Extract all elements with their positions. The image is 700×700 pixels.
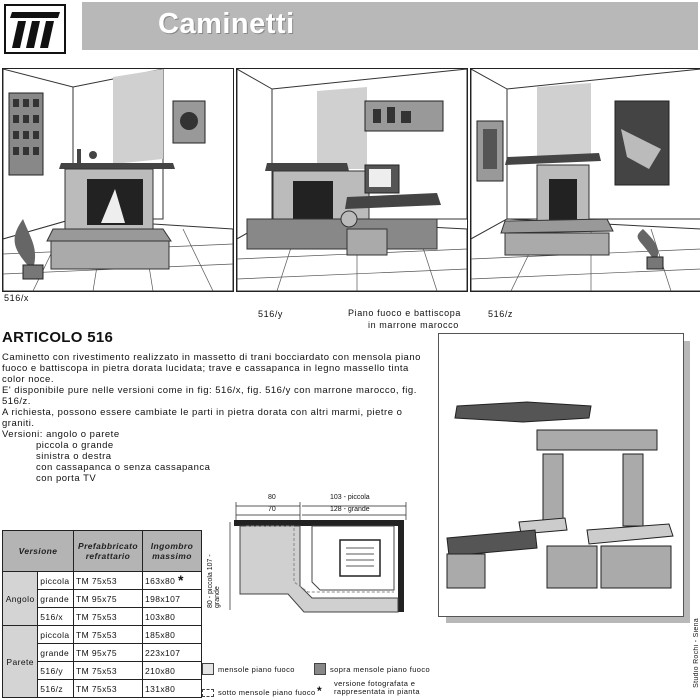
col-header-prefabbricato: Prefabbricato refrattario bbox=[73, 530, 143, 572]
photo-panel-516y bbox=[236, 68, 468, 292]
desc-paragraph: E' disponibile pure nelle versioni come … bbox=[2, 385, 417, 407]
dim-mid-left: 70 bbox=[268, 506, 276, 513]
note-516y-line1: Piano fuoco e battiscopa bbox=[348, 308, 461, 318]
cell-ingombro: 185x80 bbox=[142, 625, 202, 644]
photo-panel-516z bbox=[470, 68, 700, 292]
version-item: piccola o grande bbox=[36, 440, 114, 451]
floor-plan bbox=[229, 502, 407, 613]
caption-516y: 516/y bbox=[258, 309, 284, 319]
cell-ingombro: 103x80 bbox=[142, 607, 202, 626]
cell-ingombro: 223x107 bbox=[142, 643, 202, 662]
desc-paragraph: Versioni: angolo o parete bbox=[2, 429, 120, 440]
legend-mensole: mensole piano fuoco bbox=[218, 665, 295, 674]
specs-table: Versione Prefabbricato refrattario Ingom… bbox=[1, 530, 202, 698]
cell-ingombro: 163x80 bbox=[142, 571, 202, 590]
legend-sopra: sopra mensole piano fuoco bbox=[330, 665, 431, 674]
dim-top-left: 80 bbox=[268, 494, 276, 501]
version-item: sinistra o destra bbox=[36, 451, 112, 462]
dim-mid-right: 128 - grande bbox=[330, 506, 370, 513]
cell-pref: TM 75x53 bbox=[73, 625, 143, 644]
legend-sotto: sotto mensole piano fuoco bbox=[218, 688, 316, 697]
cell-pref: TM 75x53 bbox=[73, 661, 143, 680]
cell-version: piccola bbox=[37, 571, 74, 590]
cell-pref: TM 95x75 bbox=[73, 643, 143, 662]
swatch-sotto bbox=[202, 689, 214, 697]
caption-516z: 516/z bbox=[488, 309, 514, 319]
cell-ingombro: 198x107 bbox=[142, 589, 202, 608]
group-angolo: Angolo bbox=[1, 571, 39, 626]
brand-logo bbox=[4, 4, 66, 54]
legend-versione: versione fotografata e rappresentata in … bbox=[334, 679, 420, 696]
star-marker: * bbox=[178, 572, 184, 588]
desc-paragraph: Caminetto con rivestimento realizzato in… bbox=[2, 352, 421, 385]
article-description: Caminetto con rivestimento realizzato in… bbox=[2, 352, 427, 484]
ingombro-value: 163x80 bbox=[145, 575, 176, 586]
col-header-ingombro: Ingombro massimo bbox=[142, 530, 202, 572]
exploded-view bbox=[438, 333, 684, 617]
cell-ingombro: 210x80 bbox=[142, 661, 202, 680]
dim-top-right: 103 - piccola bbox=[330, 494, 370, 501]
cell-version: piccola bbox=[37, 625, 74, 644]
cell-pref: TM 75x53 bbox=[73, 679, 143, 698]
legend-star: * bbox=[317, 684, 323, 698]
photo-panel-516x bbox=[2, 68, 234, 292]
dim-side: 80 - piccola 107 - grande bbox=[207, 554, 221, 608]
cell-pref: TM 95x75 bbox=[73, 589, 143, 608]
cell-pref: TM 75x53 bbox=[73, 607, 143, 626]
version-item: con cassapanca o senza cassapanca bbox=[36, 462, 211, 473]
cell-ingombro: 131x80 bbox=[142, 679, 202, 698]
swatch-sopra bbox=[314, 663, 326, 675]
version-item: con porta TV bbox=[36, 473, 97, 484]
page-title: Caminetti bbox=[158, 8, 295, 40]
cell-version: grande bbox=[37, 589, 74, 608]
title-bar bbox=[82, 2, 698, 50]
cell-version: grande bbox=[37, 643, 74, 662]
article-title: ARTICOLO 516 bbox=[2, 329, 114, 346]
cell-pref: TM 75x53 bbox=[73, 571, 143, 590]
note-516y-line2: in marrone marocco bbox=[368, 320, 459, 330]
cell-version: 516/x bbox=[37, 607, 74, 626]
cell-version: 516/y bbox=[37, 661, 74, 680]
col-header-versione: Versione bbox=[2, 530, 74, 572]
desc-paragraph: A richiesta, possono essere cambiate le … bbox=[2, 407, 403, 429]
swatch-mensole bbox=[202, 663, 214, 675]
cell-version: 516/z bbox=[37, 679, 74, 698]
caption-516x: 516/x bbox=[4, 293, 30, 303]
credit-text: Studio Rochi - Siena bbox=[693, 618, 700, 688]
group-parete: Parete bbox=[1, 625, 39, 698]
